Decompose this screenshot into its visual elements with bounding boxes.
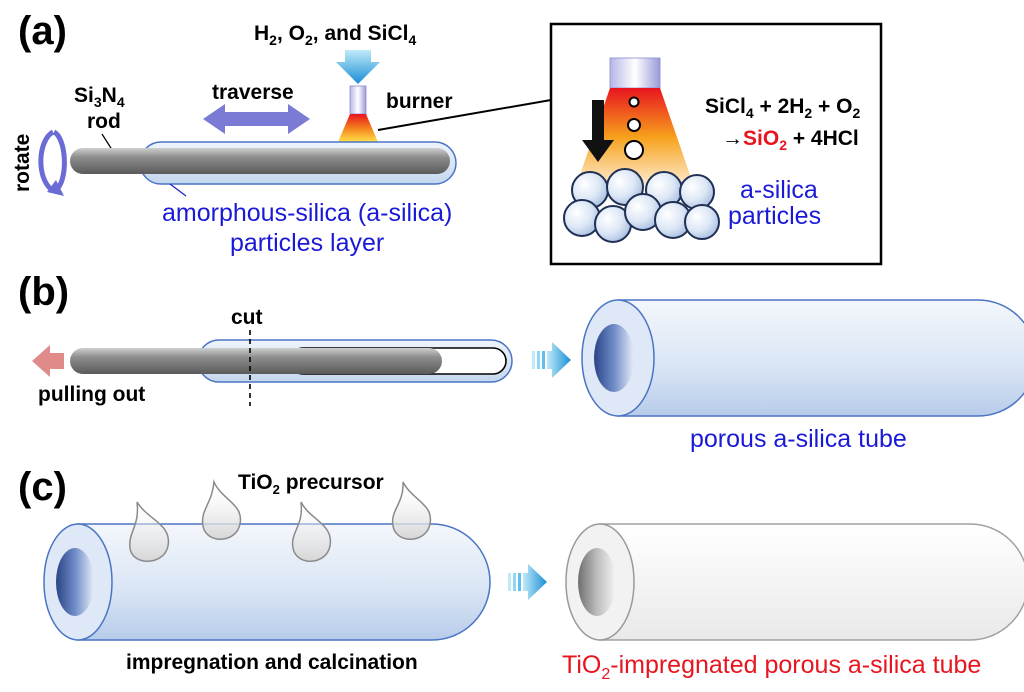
tio2-tube-c (565, 523, 1024, 641)
process-arrow-c-icon (508, 564, 547, 600)
burner-icon (338, 85, 378, 142)
gas-feed-arrow-icon (336, 50, 380, 84)
layer-label-line1: amorphous-silica (a-silica) (162, 199, 452, 227)
panel-label-a: (a) (18, 9, 67, 53)
reaction-equation-line1: SiCl4 + 2H2 + O2 (705, 95, 861, 121)
pulled-rod (70, 348, 442, 374)
rotate-arrow-icon (38, 129, 67, 196)
gas-feed-label: H2, O2, and SiCl4 (254, 22, 416, 48)
panel-label-b: (b) (18, 270, 69, 314)
precursor-label: TiO2 precursor (238, 471, 384, 497)
rod-label: Si3N4 (74, 84, 125, 110)
precursor-droplets-icon (129, 479, 432, 562)
layer-label-line2: particles layer (230, 229, 384, 257)
burner-label: burner (386, 90, 453, 113)
porous-tube-label: porous a-silica tube (690, 425, 907, 453)
traverse-arrow-icon (203, 104, 310, 134)
deposition-arrow-icon (582, 100, 614, 162)
reaction-equation-line2: →SiO2 + 4HCl (722, 127, 859, 153)
tio2-tube-label: TiO2-impregnated porous a-silica tube (562, 651, 981, 683)
impregnated-tube-c (43, 523, 491, 641)
cut-label: cut (231, 306, 263, 329)
porous-tube-b (581, 299, 1024, 417)
inset-particles-line1: a-silica (740, 176, 818, 204)
pull-arrow-icon (32, 345, 64, 377)
rotate-label: rotate (11, 134, 34, 192)
traverse-label: traverse (212, 81, 294, 104)
silica-rod (70, 148, 450, 174)
silica-particles-icon (563, 168, 720, 243)
inset-particles-line2: particles (728, 202, 821, 230)
pulling-out-label: pulling out (38, 383, 145, 406)
rod-label-word: rod (87, 110, 121, 133)
process-arrow-b-icon (532, 342, 571, 378)
process-label: impregnation and calcination (126, 651, 418, 674)
panel-label-c: (c) (18, 465, 67, 509)
